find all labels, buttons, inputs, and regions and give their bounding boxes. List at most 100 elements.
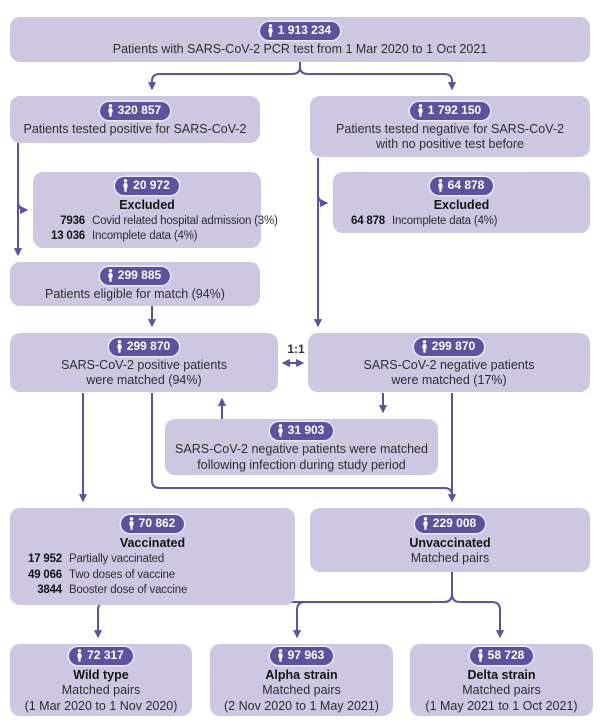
node-text: Patients eligible for match (94%): [45, 286, 225, 301]
stat-row: 3844 Booster dose of vaccine: [16, 583, 289, 599]
person-icon: [123, 178, 128, 192]
count-value: 229 008: [432, 515, 477, 530]
node-text: (1 May 2021 to 1 Oct 2021): [425, 698, 578, 713]
match-ratio-label: 1:1: [287, 342, 305, 356]
person-icon: [438, 178, 443, 192]
count-badge: 299 870: [108, 337, 180, 356]
count-value: 72 317: [87, 648, 124, 662]
stat-value: 7936: [60, 214, 85, 227]
count-value: 299 870: [431, 338, 476, 353]
person-icon: [108, 104, 113, 117]
arrow-total-to-negative: [299, 62, 457, 91]
stat-value: 13 036: [51, 230, 85, 242]
arrow-unvaccinated-to-alpha: [292, 572, 453, 639]
person-icon: [77, 649, 82, 662]
node-matched-following-infection: 31 903 SARS-CoV-2 negative patients were…: [165, 419, 438, 475]
count-value: 1 913 234: [277, 23, 332, 38]
count-badge: 31 903: [269, 422, 334, 440]
count-badge: 20 972: [115, 176, 179, 195]
node-excluded-positive: 20 972 Excluded 7936 Covid related hospi…: [33, 172, 278, 248]
node-text: SARS-CoV-2 positive patients: [60, 357, 228, 372]
node-title: Excluded: [433, 197, 490, 212]
node-title: Wild type: [73, 668, 129, 682]
person-icon: [418, 103, 423, 117]
node-text: Patients with SARS-CoV-2 PCR test from 1…: [112, 42, 488, 57]
stat-value: 49 066: [28, 568, 62, 581]
arrow-unvaccinated-to-delta: [451, 572, 505, 639]
stat-label: Two doses of vaccine: [69, 568, 175, 581]
count-badge: 320 857: [99, 102, 171, 121]
count-badge: 70 862: [120, 515, 185, 534]
person-icon: [423, 516, 428, 530]
count-badge: 299 870: [413, 337, 485, 356]
node-eligible: 299 885 Patients eligible for match (94%…: [10, 262, 260, 306]
stat-label: Covid related hospital admission (3%): [92, 214, 278, 227]
node-text: Matched pairs: [410, 550, 490, 565]
stat-row: 17 952 Partially vaccinated: [16, 552, 289, 568]
stat-value: 17 952: [28, 553, 62, 566]
count-value: 1 792 150: [427, 102, 482, 117]
node-vaccinated: 70 862 Vaccinated 17 952 Partially vacci…: [10, 508, 295, 605]
stat-label: Partially vaccinated: [69, 553, 165, 566]
node-title: Vaccinated: [119, 536, 186, 551]
count-value: 31 903: [287, 423, 325, 437]
count-value: 97 963: [287, 648, 325, 662]
count-badge: 299 885: [99, 266, 171, 285]
person-icon: [278, 424, 283, 437]
stat-label: Booster dose of vaccine: [69, 584, 188, 597]
node-text: Matched pairs: [262, 683, 341, 697]
node-unvaccinated: 229 008 Unvaccinated Matched pairs: [310, 508, 590, 572]
count-value: 320 857: [117, 103, 162, 118]
count-value: 64 878: [447, 177, 485, 192]
node-wild-type: 72 317 Wild type Matched pairs (1 Mar 20…: [10, 644, 192, 716]
node-title: Alpha strain: [265, 668, 338, 682]
node-text: Patients tested positive for SARS-CoV-2: [23, 122, 247, 137]
count-badge: 97 963: [269, 647, 334, 665]
person-icon: [478, 649, 483, 662]
node-text: were matched (17%): [391, 373, 507, 387]
stat-label: Incomplete data (4%): [392, 214, 498, 227]
node-text: (1 Mar 2020 to 1 Nov 2020): [24, 698, 178, 713]
node-text: SARS-CoV-2 negative patients were matche…: [175, 442, 428, 456]
count-value: 299 870: [126, 338, 171, 353]
node-text: following infection during study period: [197, 457, 406, 472]
node-tested-positive: 320 857 Patients tested positive for SAR…: [10, 96, 260, 143]
stat-value: 64 878: [351, 214, 385, 227]
count-value: 299 885: [117, 267, 162, 282]
node-text: Matched pairs: [462, 683, 541, 697]
count-value: 70 862: [138, 516, 176, 531]
arrow-negative-to-excluded: [317, 193, 329, 208]
count-badge: 1 913 234: [259, 22, 341, 41]
count-value: 20 972: [133, 177, 170, 192]
person-icon: [422, 339, 427, 353]
person-icon: [108, 268, 113, 282]
arrow-positive-to-excluded: [17, 200, 29, 215]
node-matched-positive: 299 870 SARS-CoV-2 positive patients wer…: [10, 333, 278, 392]
node-text: SARS-CoV-2 negative patients: [363, 357, 535, 372]
stats-list: 17 952 Partially vaccinated 49 066 Two d…: [16, 552, 289, 599]
stat-row: 64 878 Incomplete data (4%): [339, 214, 584, 230]
count-badge: 64 878: [429, 176, 494, 195]
node-text: (2 Nov 2020 to 1 May 2021): [224, 698, 379, 713]
person-icon: [117, 339, 122, 353]
count-value: 58 728: [487, 648, 525, 662]
arrow-total-to-positive: [147, 62, 301, 91]
count-badge: 1 792 150: [409, 101, 491, 120]
node-text: Patients tested negative for SARS-CoV-2: [336, 121, 564, 136]
node-excluded-negative: 64 878 Excluded 64 878 Incomplete data (…: [333, 172, 590, 233]
stats-list: 64 878 Incomplete data (4%): [339, 214, 584, 230]
node-alpha-strain: 97 963 Alpha strain Matched pairs (2 Nov…: [210, 644, 393, 716]
node-title: Excluded: [119, 197, 175, 212]
stat-row: 49 066 Two doses of vaccine: [16, 568, 289, 584]
stat-value: 3844: [37, 584, 62, 597]
count-badge: 72 317: [69, 647, 133, 665]
stat-row: 7936 Covid related hospital admission (3…: [39, 214, 278, 230]
node-text: with no positive test before: [376, 137, 524, 151]
count-badge: 58 728: [469, 647, 534, 665]
stats-list: 7936 Covid related hospital admission (3…: [39, 214, 278, 245]
node-tested-negative: 1 792 150 Patients tested negative for S…: [310, 96, 590, 157]
person-icon: [129, 517, 134, 530]
node-total-patients: 1 913 234 Patients with SARS-CoV-2 PCR t…: [10, 17, 590, 62]
node-delta-strain: 58 728 Delta strain Matched pairs (1 May…: [410, 644, 593, 716]
